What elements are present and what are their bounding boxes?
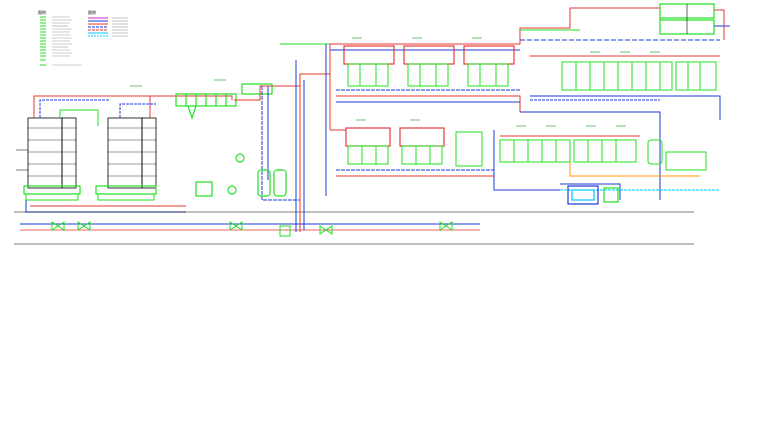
tank-icon [659, 3, 730, 40]
instrument-tags [130, 37, 660, 127]
pipes-right-upper [520, 55, 721, 200]
heat-exchanger-icon [175, 83, 273, 120]
top-steam-header [330, 7, 720, 51]
heat-exchanger-icon [330, 127, 560, 191]
pump-icon [561, 61, 717, 91]
boiler-icon [23, 117, 81, 201]
legend-pipes: 图例 [88, 9, 128, 37]
filter-icon [499, 139, 707, 171]
pipes-central [234, 43, 331, 232]
legend-equipment: 图例 [38, 9, 82, 66]
valve-icon [51, 221, 453, 237]
boiler-steam-lines [16, 95, 233, 213]
heat-exchanger-icon [336, 45, 521, 112]
tank-icon [567, 185, 619, 205]
legend-pipes-title: 图例 [88, 9, 96, 15]
legend-equipment-title: 图例 [38, 9, 46, 15]
boiler-icon [95, 117, 157, 201]
tank-icon [195, 153, 287, 197]
base-lines [14, 211, 694, 245]
